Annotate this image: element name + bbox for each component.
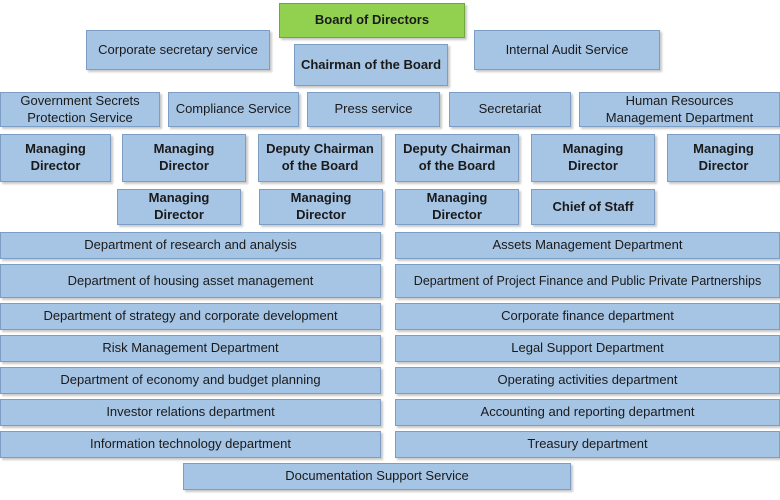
corporate-secretary-label: Corporate secretary service — [98, 41, 258, 57]
department-label: Department of research and analysis — [84, 237, 297, 253]
position-label: Managing Director — [562, 141, 624, 173]
department-label: Operating activities department — [497, 372, 678, 388]
service-box: Human Resources Management Department — [579, 92, 780, 127]
corporate-secretary-box: Corporate secretary service — [86, 30, 270, 70]
department-box: Department of research and analysis — [0, 232, 381, 259]
managing-director-box: Managing Director — [667, 134, 780, 182]
department-box: Investor relations department — [0, 399, 381, 426]
department-box: Corporate finance department — [395, 303, 780, 330]
department-box: Legal Support Department — [395, 335, 780, 362]
deputy-chairman-box: Deputy Chairman of the Board — [395, 134, 519, 182]
chief-of-staff-box: Chief of Staff — [531, 189, 655, 225]
department-box: Accounting and reporting department — [395, 399, 780, 426]
position-label: Managing Director — [153, 141, 215, 173]
department-label: Accounting and reporting department — [480, 404, 695, 420]
department-label: Investor relations department — [106, 404, 275, 420]
position-label: Managing Director — [290, 190, 352, 222]
service-box: Press service — [307, 92, 440, 127]
position-label: Deputy Chairman of the Board — [266, 141, 374, 173]
department-box: Department of strategy and corporate dev… — [0, 303, 381, 330]
department-label: Information technology department — [90, 436, 291, 452]
department-label: Department of Project Finance and Public… — [413, 273, 762, 288]
department-box: Department of economy and budget plannin… — [0, 367, 381, 394]
chairman-label: Chairman of the Board — [300, 56, 442, 72]
department-box: Department of Project Finance and Public… — [395, 264, 780, 298]
position-label: Managing Director — [693, 141, 754, 173]
service-label: Secretariat — [478, 101, 542, 117]
department-box: Treasury department — [395, 431, 780, 458]
department-label: Department of housing asset management — [67, 272, 314, 288]
department-box: Risk Management Department — [0, 335, 381, 362]
position-label: Managing Director — [25, 141, 86, 173]
internal-audit-box: Internal Audit Service — [474, 30, 660, 70]
board-of-directors-label: Board of Directors — [314, 12, 430, 28]
board-of-directors-box: Board of Directors — [279, 3, 465, 38]
managing-director-box: Managing Director — [259, 189, 383, 225]
chairman-box: Chairman of the Board — [294, 44, 448, 86]
department-label: Assets Management Department — [492, 237, 683, 253]
position-label: Managing Director — [148, 190, 210, 222]
managing-director-box: Managing Director — [531, 134, 655, 182]
documentation-support-box: Documentation Support Service — [183, 463, 571, 490]
position-label: Chief of Staff — [552, 198, 634, 214]
position-label: Managing Director — [426, 190, 488, 222]
department-label: Risk Management Department — [102, 340, 279, 356]
managing-director-box: Managing Director — [122, 134, 246, 182]
department-label: Treasury department — [527, 436, 648, 452]
deputy-chairman-box: Deputy Chairman of the Board — [258, 134, 382, 182]
department-label: Department of strategy and corporate dev… — [43, 308, 338, 324]
position-label: Deputy Chairman of the Board — [403, 141, 511, 173]
service-box: Compliance Service — [168, 92, 299, 127]
managing-director-box: Managing Director — [117, 189, 241, 225]
department-box: Information technology department — [0, 431, 381, 458]
department-label: Corporate finance department — [501, 308, 674, 324]
department-label: Legal Support Department — [511, 340, 664, 356]
service-box: Secretariat — [449, 92, 571, 127]
department-box: Department of housing asset management — [0, 264, 381, 298]
managing-director-box: Managing Director — [0, 134, 111, 182]
department-box: Operating activities department — [395, 367, 780, 394]
service-label: Compliance Service — [175, 101, 292, 117]
service-box: Government Secrets Protection Service — [0, 92, 160, 127]
managing-director-box: Managing Director — [395, 189, 519, 225]
department-label: Department of economy and budget plannin… — [60, 372, 321, 388]
service-label: Press service — [334, 101, 413, 117]
department-box: Assets Management Department — [395, 232, 780, 259]
service-label: Government Secrets Protection Service — [20, 92, 140, 125]
internal-audit-label: Internal Audit Service — [505, 41, 629, 57]
service-label: Human Resources Management Department — [605, 92, 754, 125]
documentation-support-label: Documentation Support Service — [285, 468, 469, 484]
